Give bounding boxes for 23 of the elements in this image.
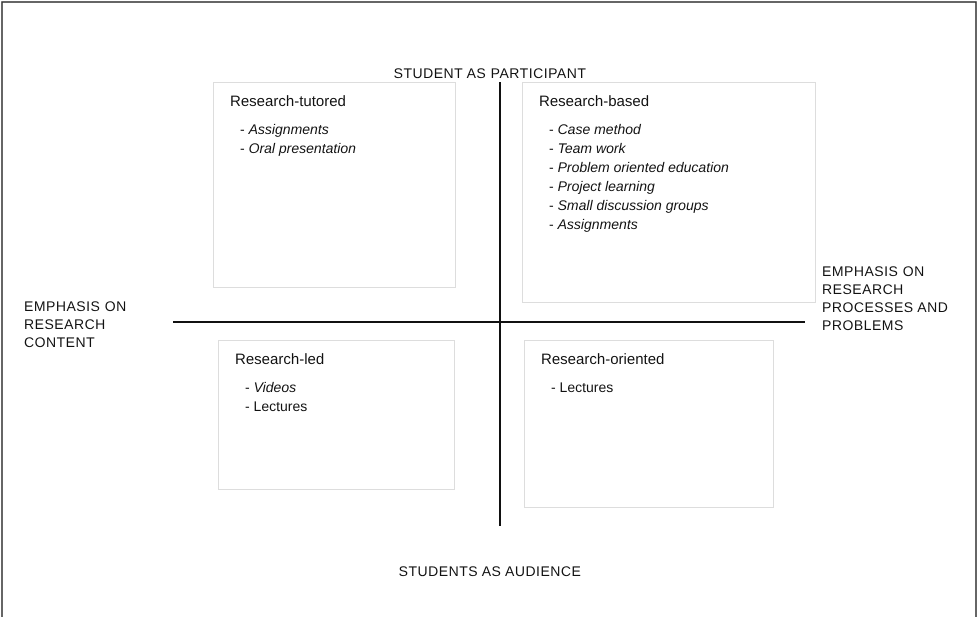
quadrant-box (522, 82, 816, 303)
list-item: - Small discussion groups (549, 196, 709, 215)
list-item: - Team work (549, 139, 626, 158)
list-item: - Assignments (240, 120, 329, 139)
quadrant-box (218, 340, 455, 490)
list-item: - Lectures (551, 378, 614, 397)
box-heading: Research-oriented (541, 351, 664, 368)
quadrant-box (213, 82, 456, 288)
list-item: - Problem oriented education (549, 158, 729, 177)
axis-label: EMPHASIS ON RESEARCH CONTENT (24, 297, 128, 351)
list-item: - Oral presentation (240, 139, 356, 158)
list-item: - Assignments (549, 215, 638, 234)
box-heading: Research-tutored (230, 93, 346, 110)
box-heading: Research-based (539, 93, 650, 110)
quadrant-box (524, 340, 774, 508)
list-item: - Project learning (549, 177, 655, 196)
axis-label: STUDENT AS PARTICIPANT (394, 64, 586, 82)
axis-label: EMPHASIS ON RESEARCH PROCESSES AND PROBLEMS (822, 262, 950, 334)
box-heading: Research-led (235, 351, 324, 368)
list-item: - Videos (245, 378, 296, 397)
axis-label: STUDENTS AS AUDIENCE (398, 562, 582, 580)
list-item: - Lectures (245, 397, 308, 416)
list-item: - Case method (549, 120, 641, 139)
